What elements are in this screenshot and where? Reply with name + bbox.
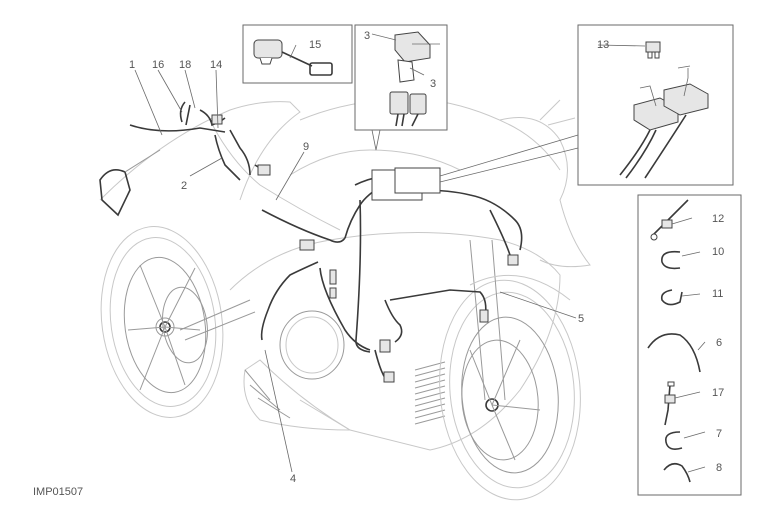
callout-15: 15 (309, 39, 321, 51)
callout-17: 17 (712, 387, 724, 399)
callout-12: 12 (712, 213, 724, 225)
callout-2: 2 (181, 180, 187, 192)
callout-labels: 1 16 18 14 2 9 15 3 3 13 5 4 12 10 11 6 … (129, 30, 724, 485)
callout-3-top: 3 (364, 30, 370, 42)
image-code: IMP01507 (33, 486, 83, 498)
motorcycle-outline (99, 98, 591, 501)
callout-3-bottom: 3 (430, 78, 436, 90)
callout-5: 5 (578, 313, 584, 325)
callout-1: 1 (129, 59, 135, 71)
callout-9: 9 (303, 141, 309, 153)
callout-7: 7 (716, 428, 722, 440)
callout-18: 18 (179, 59, 191, 71)
leader-lines (134, 33, 706, 473)
callout-8: 8 (716, 462, 722, 474)
radiator-grill (414, 361, 446, 425)
harness-connectors (211, 114, 519, 383)
inset-box-sensor (242, 24, 353, 84)
callout-11: 11 (712, 288, 723, 300)
callout-16: 16 (152, 59, 164, 71)
wiring-harness (129, 101, 523, 379)
callout-4: 4 (290, 473, 296, 485)
callout-10: 10 (712, 246, 724, 258)
inset-box-fuse (439, 24, 734, 186)
fasteners-panel (637, 194, 742, 496)
inset-box-relay (354, 24, 448, 151)
callout-14: 14 (210, 59, 222, 71)
callout-13: 13 (597, 39, 609, 51)
callout-6: 6 (716, 337, 722, 349)
